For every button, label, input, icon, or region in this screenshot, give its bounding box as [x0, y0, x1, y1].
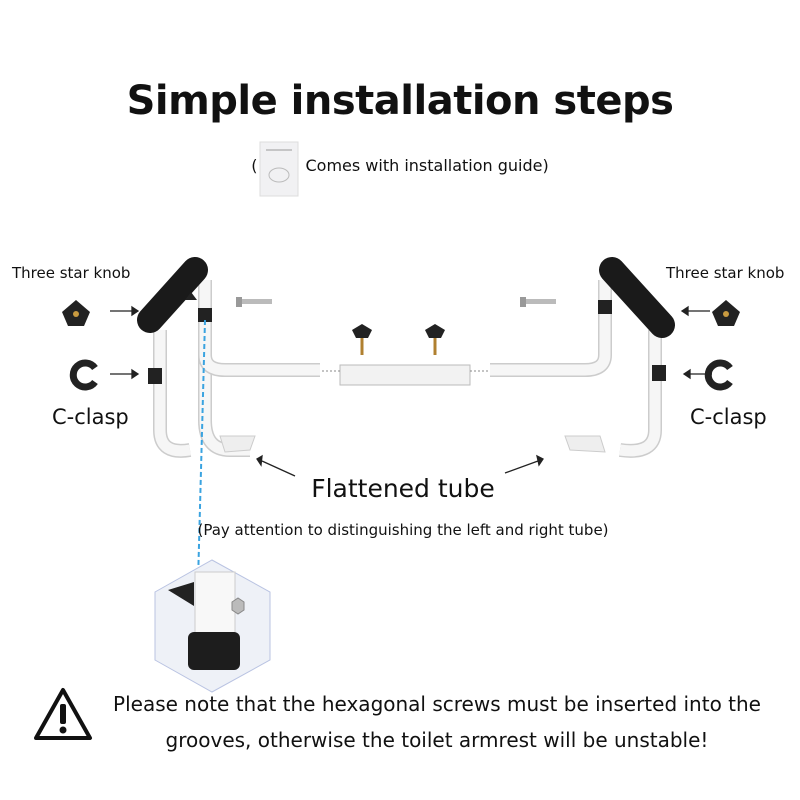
label-c-clasp-left: C-clasp: [52, 405, 129, 429]
foam-grip: [137, 257, 208, 333]
subtitle-text: Comes with installation guide): [305, 156, 549, 175]
label-c-clasp-right: C-clasp: [690, 405, 767, 429]
hexagonal-screw-detail: [154, 559, 271, 693]
label-three-star-knob-right: Three star knob: [666, 264, 785, 282]
star-knob-icon: [425, 324, 445, 355]
right-rail: [490, 257, 675, 458]
subtitle: ( Comes with installation guide): [0, 156, 800, 175]
c-clasp-left-icon: [69, 359, 98, 391]
bolt-icon: [520, 297, 556, 307]
left-rail: [137, 257, 320, 458]
label-three-star-knob-left: Three star knob: [12, 264, 131, 282]
c-clasp: [652, 365, 666, 381]
three-star-knob-right-icon: [712, 300, 740, 326]
star-knob-icon: [352, 324, 372, 355]
bolt-icon: [236, 297, 272, 307]
installation-guide-booklet: [259, 141, 299, 197]
label-flattened-tube: Flattened tube: [311, 474, 495, 503]
foam-grip: [599, 257, 675, 338]
warning-text: Please note that the hexagonal screws mu…: [110, 686, 764, 758]
warning-line-1: Please note that the hexagonal screws mu…: [113, 692, 761, 716]
three-star-knob-left-icon: [62, 300, 90, 326]
warning-icon: [34, 688, 92, 740]
subtitle-paren: (: [251, 156, 258, 175]
detail-dashed-line: [197, 319, 206, 583]
page-title: Simple installation steps: [126, 78, 674, 124]
c-clasp: [148, 368, 162, 384]
note-left-right-tube: (Pay attention to distinguishing the lef…: [197, 521, 609, 539]
c-clasp-right-icon: [704, 359, 733, 391]
arrows: [110, 305, 712, 477]
center-bracket: [322, 324, 488, 386]
warning-line-2: grooves, otherwise the toilet armrest wi…: [165, 728, 709, 752]
